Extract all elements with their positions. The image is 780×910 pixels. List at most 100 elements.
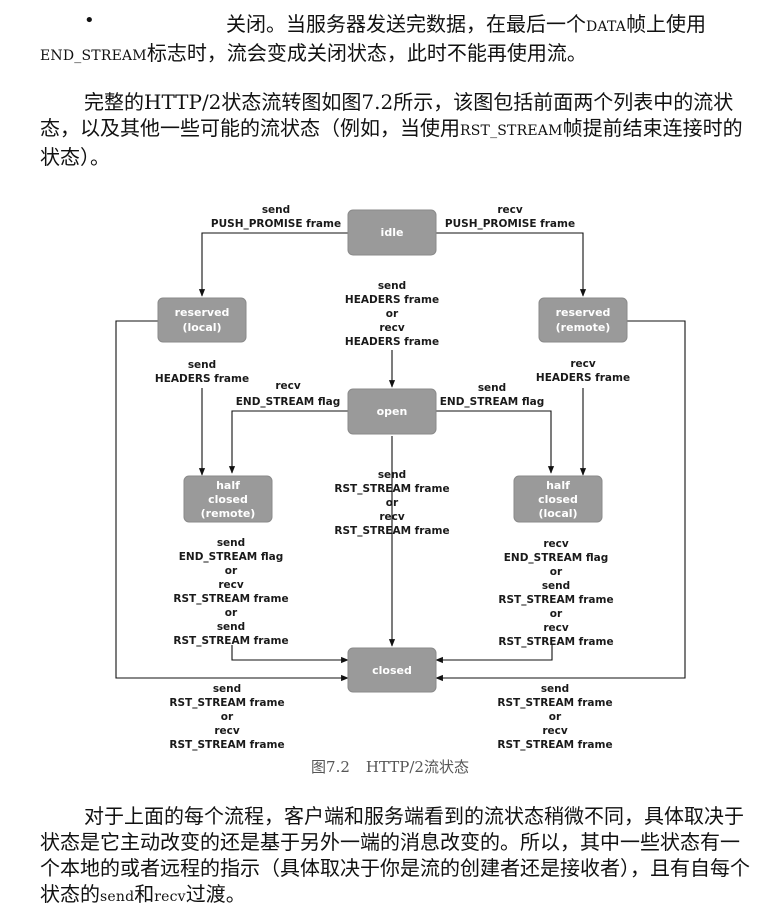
state-label: (remote) [201,507,256,520]
state-reserved-remote: reserved (remote) [538,297,628,343]
transition-text: RST_STREAM frame [498,636,613,648]
transition-text: HEADERS frame [345,336,439,348]
text: 标志时，流会变成关闭状态，此时不能再使用流。 [146,41,587,65]
transition-text: RST_STREAM frame [334,483,449,495]
transition-text: RST_STREAM frame [173,593,288,605]
state-label: open [377,405,408,418]
text-smallcaps: send [100,889,135,905]
transition-text: send [188,359,216,371]
transition-text: send [217,621,245,633]
figure-number: 图7.2 [311,758,350,776]
transition-text: recv [497,204,523,216]
transition-text: HEADERS frame [536,372,630,384]
paragraph-closed-state: 关闭。当服务器发送完数据，在最后一个DATA帧上使用END_STREAM标志时，… [40,11,752,69]
transition-text: recv [543,538,569,550]
transition-text: recv [214,725,240,737]
edges [115,232,686,682]
label-open-to-half-closed-remote: recv END_STREAM flag [236,380,341,408]
transition-text: send [378,280,406,292]
edge-open-to-half-closed-remote [228,410,348,474]
transition-text: or [225,565,238,577]
label-idle-to-reserved-remote: recv PUSH_PROMISE frame [445,204,575,230]
transition-text: send [542,580,570,592]
state-label: (local) [538,507,577,520]
transition-text: recv [570,358,596,370]
transition-text: recv [543,622,569,634]
transition-text: send [541,683,569,695]
figure-title: HTTP/2流状态 [365,758,469,776]
text: 过渡。 [185,882,246,906]
transition-text: RST_STREAM frame [173,635,288,647]
label-idle-to-open: send HEADERS frame or recv HEADERS frame [345,280,439,348]
transition-text: send [262,204,290,216]
transition-text: PUSH_PROMISE frame [445,218,575,230]
http2-stream-state-diagram: idle reserved (local) reserved (remote) … [115,204,686,751]
paragraph-local-remote-indication: 对于上面的每个流程，客户端和服务端看到的流状态稍微不同，具体取决于状态是它主动改… [40,803,752,910]
transition-text: END_STREAM flag [504,552,609,564]
state-half-closed-remote: half closed (remote) [183,475,273,523]
transition-text: send [213,683,241,695]
transition-text: RST_STREAM frame [498,594,613,606]
transition-text: or [225,607,238,619]
transition-text: END_STREAM flag [440,396,545,408]
edge-open-to-half-closed-local [436,410,555,474]
transition-text: END_STREAM flag [179,551,284,563]
label-reserved-remote-to-closed: send RST_STREAM frame or recv RST_STREAM… [497,683,612,751]
edge-reserved-remote-to-closed [435,320,686,682]
transition-text: or [386,497,399,509]
state-idle: idle [347,209,437,256]
text-smallcaps: recv [154,889,186,905]
label-open-to-half-closed-local: send END_STREAM flag [440,382,545,408]
label-reserved-local-to-closed: send RST_STREAM frame or recv RST_STREAM… [169,683,284,751]
transition-text: RST_STREAM frame [334,525,449,537]
transition-text: HEADERS frame [155,373,249,385]
transition-text: RST_STREAM frame [169,697,284,709]
text: 对于上面的每个流程，客户端和服务端看到的流状态稍微不同，具体取决于状态是它主动改… [40,804,750,906]
transition-text: RST_STREAM frame [497,739,612,751]
label-reserved-local-to-half-closed-remote: send HEADERS frame [155,359,249,385]
state-closed: closed [347,647,437,693]
text: 和 [134,882,155,906]
text: 帧提前结束连接时的状态）。 [40,116,743,169]
transition-text: recv [379,322,405,334]
transition-text: send [478,382,506,394]
text-smallcaps: DATA [586,19,627,35]
transition-text: HEADERS frame [345,294,439,306]
transition-text: recv [218,579,244,591]
text-smallcaps: RST_STREAM [460,123,563,139]
transition-text: PUSH_PROMISE frame [211,218,341,230]
label-open-to-closed: send RST_STREAM frame or recv RST_STREAM… [334,469,449,537]
label-half-closed-remote-to-closed: send END_STREAM flag or recv RST_STREAM … [173,537,288,647]
state-label: reserved [556,306,611,319]
transition-text: recv [542,725,568,737]
state-label: half [546,479,570,492]
transition-text: or [386,308,399,320]
list-bullet: • [84,10,95,31]
state-label: reserved [175,306,230,319]
edge-reserved-local-to-closed [115,320,349,682]
state-label: (remote) [556,321,611,334]
state-label: (local) [182,321,221,334]
text: 关闭。当服务器发送完数据，在最后一个 [226,12,586,36]
state-label: idle [381,226,404,239]
state-label: closed [538,493,578,506]
transition-text: or [549,711,562,723]
edge-half-closed-remote-to-closed [231,645,349,664]
state-half-closed-local: half closed (local) [513,475,603,523]
label-half-closed-local-to-closed: recv END_STREAM flag or send RST_STREAM … [498,538,613,648]
transition-text: recv [275,380,301,392]
text: 帧上使用 [626,12,707,36]
transition-text: RST_STREAM frame [169,739,284,751]
transition-text: recv [379,511,405,523]
state-label: closed [372,664,412,677]
transition-text: or [221,711,234,723]
transition-text: send [378,469,406,481]
state-open: open [347,388,437,435]
transition-text: send [217,537,245,549]
paragraph-state-diagram-intro: 完整的HTTP/2状态流转图如图7.2所示，该图包括前面两个列表中的流状态，以及… [40,89,752,170]
edge-half-closed-local-to-closed [435,645,553,664]
label-reserved-remote-to-half-closed-local: recv HEADERS frame [536,358,630,384]
figure-caption: 图7.2 HTTP/2流状态 [0,756,780,777]
state-reserved-local: reserved (local) [157,297,247,343]
text: 完整的HTTP/2状态流转图如图7.2所示，该图包括前面两个列表中的流状态，以及… [40,90,734,140]
